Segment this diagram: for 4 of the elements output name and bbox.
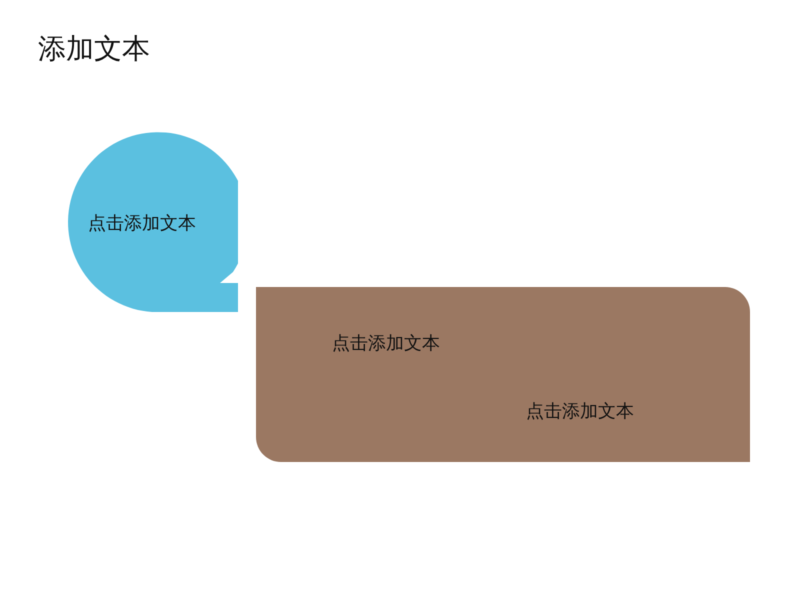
slide-title: 添加文本 (38, 31, 150, 67)
body-text: 点击添加文本 (332, 332, 440, 355)
body-text: 点击添加文本 (88, 212, 196, 235)
body-text: 点击添加文本 (526, 400, 634, 423)
